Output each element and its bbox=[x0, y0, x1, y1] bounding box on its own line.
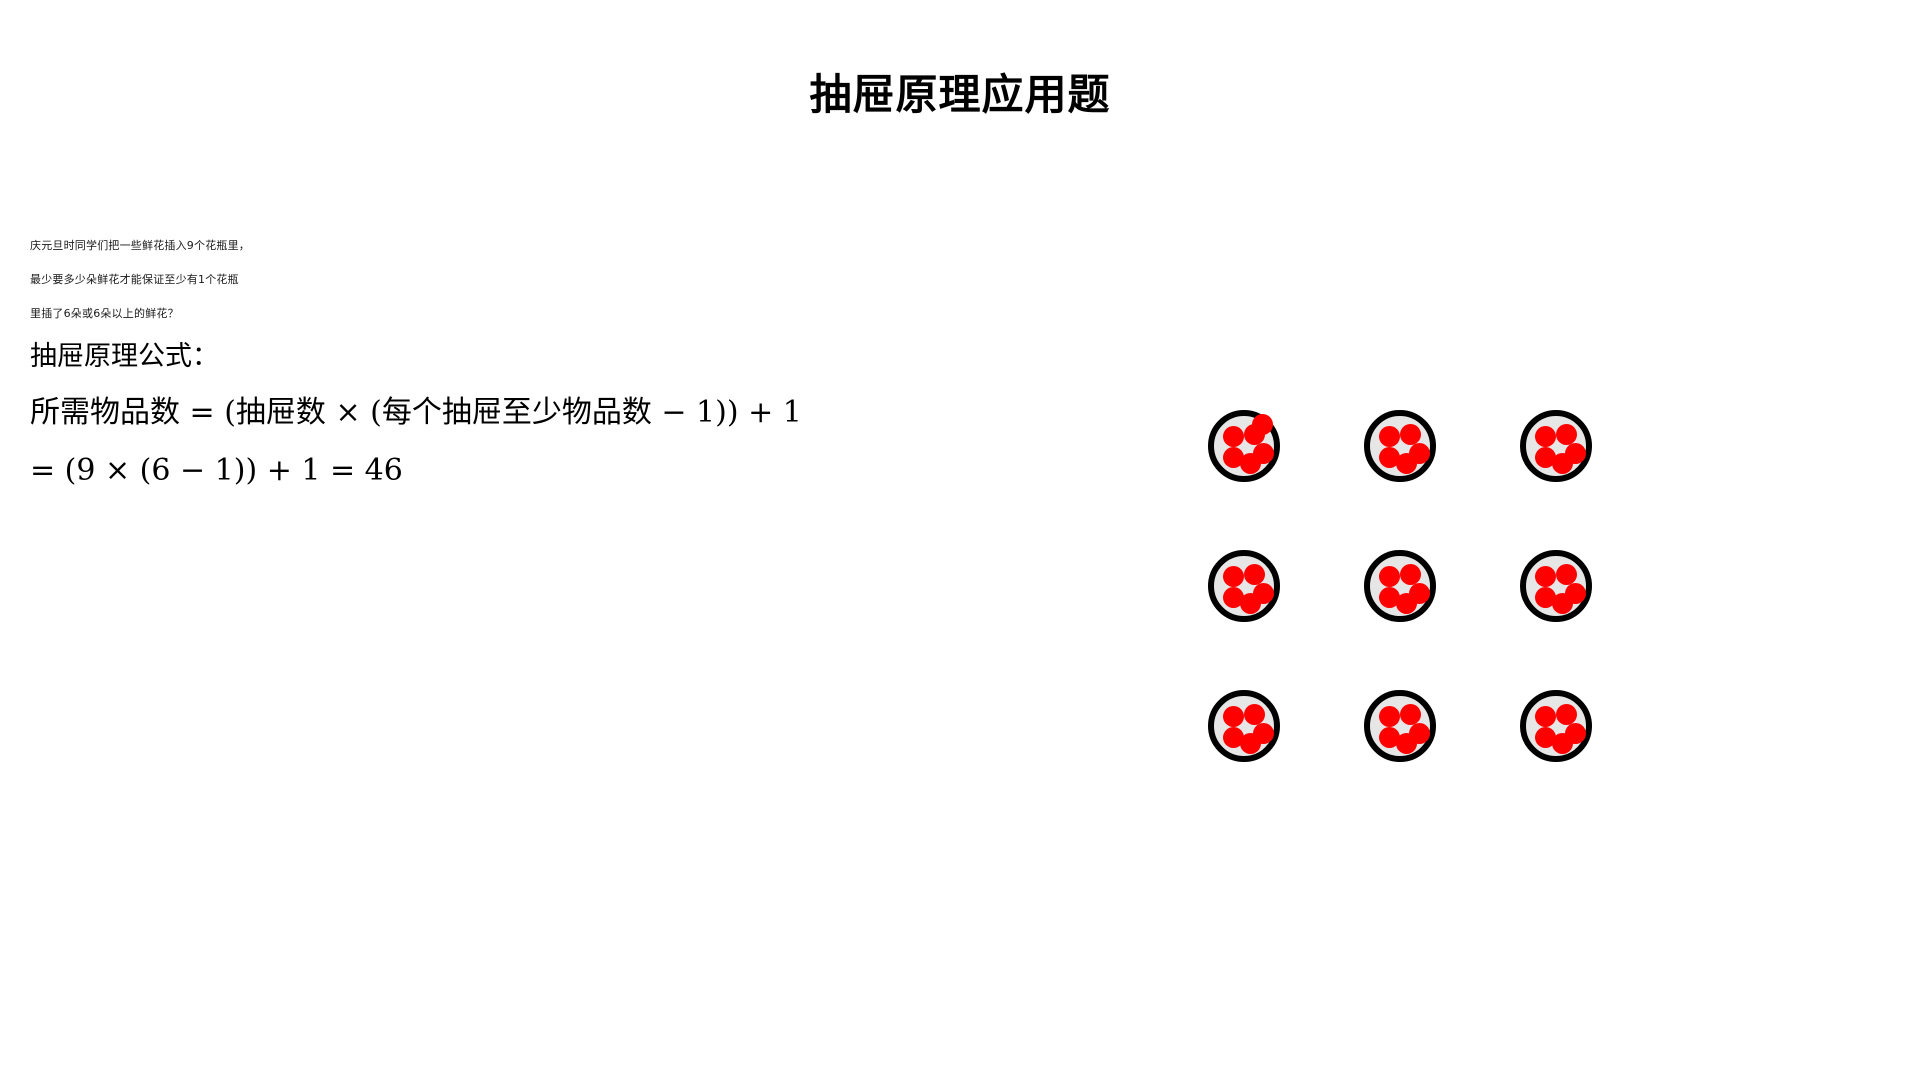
flower-dot bbox=[1379, 706, 1400, 727]
flower-dot bbox=[1223, 706, 1244, 727]
vase-5 bbox=[1364, 550, 1436, 622]
flower-dot bbox=[1552, 453, 1573, 474]
flower-dot bbox=[1379, 727, 1400, 748]
vase-7 bbox=[1208, 690, 1280, 762]
flower-dot bbox=[1240, 733, 1261, 754]
vase-3 bbox=[1520, 410, 1592, 482]
flower-dot bbox=[1535, 447, 1556, 468]
flower-dot bbox=[1556, 704, 1577, 725]
problem-statement-line-1: 庆元旦时同学们把一些鲜花插入9个花瓶里， bbox=[30, 239, 250, 252]
flower-dot bbox=[1244, 704, 1265, 725]
flower-dot bbox=[1396, 453, 1417, 474]
vase-2 bbox=[1364, 410, 1436, 482]
flower-dot bbox=[1535, 566, 1556, 587]
formula-computed-result: = (9 × (6 − 1)) + 1 = 46 bbox=[30, 452, 403, 488]
flower-dot bbox=[1535, 727, 1556, 748]
vase-grid-diagram bbox=[1208, 410, 1628, 810]
flower-dot bbox=[1223, 566, 1244, 587]
flower-dot bbox=[1535, 426, 1556, 447]
flower-dot bbox=[1400, 704, 1421, 725]
flower-dot bbox=[1535, 706, 1556, 727]
vase-6 bbox=[1520, 550, 1592, 622]
flower-dot bbox=[1244, 564, 1265, 585]
flower-dot bbox=[1240, 453, 1261, 474]
flower-dot bbox=[1223, 727, 1244, 748]
flower-dot bbox=[1396, 733, 1417, 754]
page-title: 抽屉原理应用题 bbox=[809, 70, 1111, 119]
problem-statement-line-3: 里插了6朵或6朵以上的鲜花？ bbox=[30, 307, 179, 320]
flower-dot bbox=[1400, 564, 1421, 585]
flower-dot bbox=[1379, 426, 1400, 447]
flower-dot bbox=[1379, 447, 1400, 468]
flower-dot bbox=[1535, 587, 1556, 608]
flower-dot bbox=[1552, 733, 1573, 754]
flower-dot bbox=[1400, 424, 1421, 445]
formula-heading: 抽屉原理公式： bbox=[30, 341, 219, 372]
flower-dot bbox=[1396, 593, 1417, 614]
flower-dot bbox=[1240, 593, 1261, 614]
vase-9 bbox=[1520, 690, 1592, 762]
vase-4 bbox=[1208, 550, 1280, 622]
flower-dot bbox=[1223, 426, 1244, 447]
flower-dot bbox=[1556, 564, 1577, 585]
problem-statement-line-2: 最少要多少朵鲜花才能保证至少有1个花瓶 bbox=[30, 273, 239, 286]
vase-row bbox=[1208, 690, 1628, 762]
flower-dot-extra bbox=[1252, 414, 1273, 435]
vase-row bbox=[1208, 550, 1628, 622]
flower-dot bbox=[1223, 447, 1244, 468]
flower-dot bbox=[1552, 593, 1573, 614]
flower-dot bbox=[1223, 587, 1244, 608]
vase-8 bbox=[1364, 690, 1436, 762]
flower-dot bbox=[1556, 424, 1577, 445]
flower-dot bbox=[1379, 566, 1400, 587]
formula-general: 所需物品数 = (抽屉数 × (每个抽屉至少物品数 − 1)) + 1 bbox=[30, 394, 802, 430]
vase-1 bbox=[1208, 410, 1280, 482]
flower-dot bbox=[1379, 587, 1400, 608]
vase-row bbox=[1208, 410, 1628, 482]
left-panel: 庆元旦时同学们把一些鲜花插入9个花瓶里， 最少要多少朵鲜花才能保证至少有1个花瓶… bbox=[30, 240, 1010, 486]
